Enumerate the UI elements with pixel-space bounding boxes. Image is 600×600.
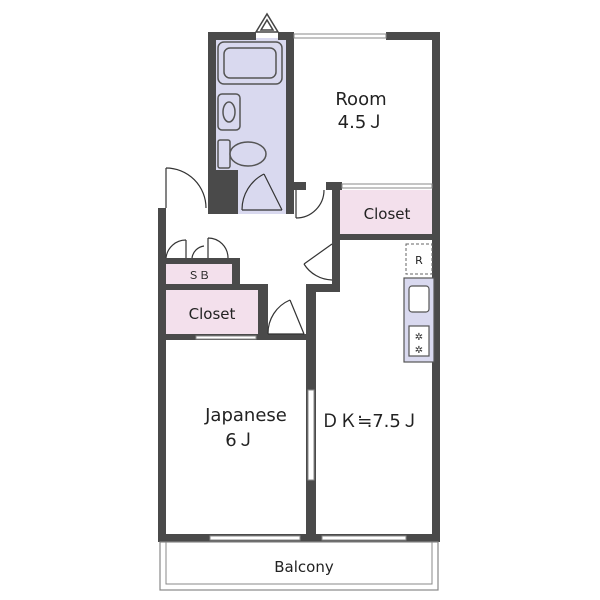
wall-sb-right [232, 258, 240, 288]
shoe-box-door [165, 237, 229, 259]
closet-lower-label: Closet [189, 305, 236, 323]
balcony: Balcony [159, 541, 439, 591]
wall-closet-upper-bottom [332, 234, 440, 240]
wall-room-bottom [286, 182, 306, 190]
shoe-box-label: ＳＢ [188, 269, 210, 282]
dk-door [303, 243, 333, 281]
window-closet-lower [195, 335, 257, 340]
wall-top-left [208, 32, 256, 40]
window-japanese-side [307, 389, 315, 481]
toilet-icon [217, 139, 267, 169]
bathtub-icon [217, 41, 283, 85]
svg-text:✲: ✲ [415, 332, 423, 343]
japanese-size-label: 6Ｊ [225, 430, 254, 451]
closet-upper-label: Closet [364, 205, 411, 223]
doors [165, 167, 333, 335]
wall-closet-upper-left [332, 182, 340, 236]
svg-text:✲: ✲ [415, 345, 423, 356]
entrance-door [165, 167, 207, 209]
wall-entrance-left [158, 208, 166, 538]
window-dk-bottom [321, 535, 407, 541]
wall-dk-step [308, 284, 340, 292]
wall-top-right [386, 32, 440, 40]
kitchen-sink-icon [408, 285, 430, 313]
shoe-box-floor [164, 264, 234, 284]
windows [195, 33, 433, 541]
wall-sb-bottom [164, 284, 268, 290]
bathroom-door [241, 173, 283, 211]
wall-bath-room [286, 32, 294, 214]
window-closet-top [341, 183, 433, 189]
room-floor [290, 38, 434, 186]
closet-lower-floor [164, 290, 260, 336]
wall-sb-top [164, 258, 240, 264]
window-room-top [293, 33, 387, 39]
stove-burner-icon: ✲ ✲ [408, 325, 430, 357]
wall-closet-lower-right [258, 284, 268, 340]
wall-dk-divider [332, 240, 340, 288]
wall-bath-left [208, 32, 216, 214]
japanese-door [267, 299, 305, 335]
window-japanese-bottom [209, 535, 301, 541]
vent-arrow-icon [254, 12, 280, 33]
dk-label: ＤＫ≒7.5Ｊ [321, 411, 419, 432]
room-door [295, 189, 325, 219]
wall-bath-bottom [208, 170, 238, 214]
fridge-label: R [415, 254, 423, 267]
balcony-label: Balcony [274, 558, 334, 576]
wall-right [432, 32, 440, 540]
wall-entrance-top [158, 208, 166, 216]
japanese-floor [164, 338, 308, 536]
fridge-space: R [405, 243, 433, 275]
japanese-name-label: Japanese [204, 405, 287, 426]
closet-upper-floor [340, 190, 434, 234]
washbasin-icon [217, 93, 241, 131]
room-size-label: 4.5Ｊ [338, 112, 385, 133]
room-name-label: Room [335, 89, 386, 110]
